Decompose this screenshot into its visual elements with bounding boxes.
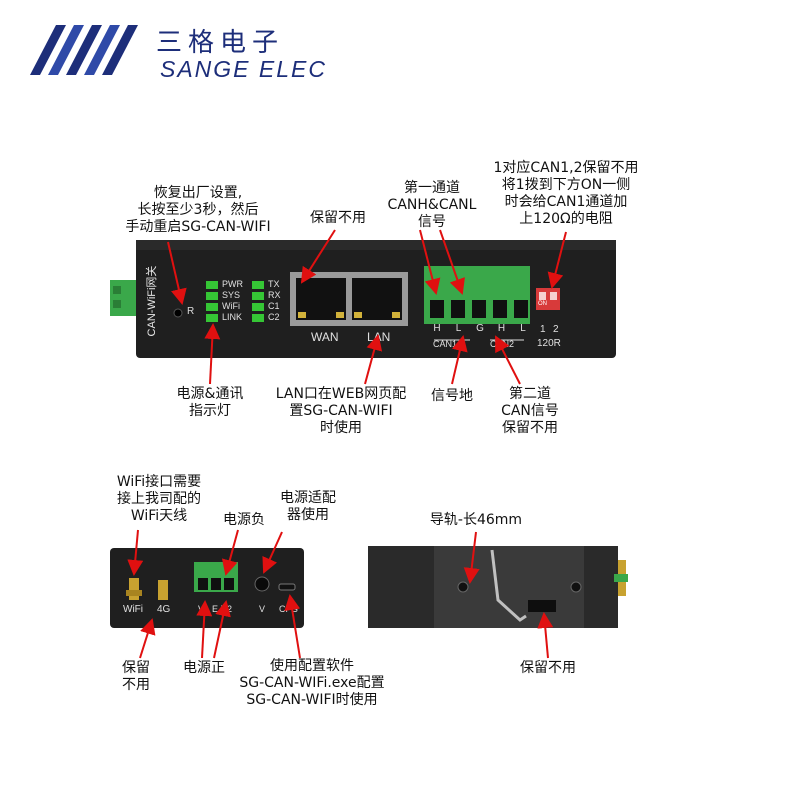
annotation-slot: 保留不用 (520, 660, 576, 676)
reset-hole-icon (173, 308, 183, 318)
led-labels-right: TX RX C1 C2 (268, 279, 281, 323)
annotation-wan: 保留不用 (310, 210, 366, 226)
can1-group-label: CAN1 (433, 339, 458, 349)
rail-spring-icon (490, 549, 527, 622)
led-label-link: LINK (222, 312, 243, 322)
side-slot (528, 600, 556, 612)
terminal-pin-labels: H L G H L (428, 323, 532, 334)
led-label-tx: TX (268, 279, 280, 289)
annotation-power-pos: 电源正 (183, 660, 225, 676)
annotation-dip: 1对应CAN1,2保留不用 将1拨到下方ON一侧 时会给CAN1通道加 上120… (493, 160, 639, 227)
led-label-sys: SYS (222, 290, 241, 300)
port-label-e: E (212, 604, 219, 614)
pin-label: L (455, 323, 462, 334)
annotation-adapter: 电源适配 器使用 (280, 490, 336, 523)
annotation-cfg: 使用配置软件 SG-CAN-WIFi.exe配置 SG-CAN-WIFI时使用 (239, 658, 385, 708)
led-labels-left: PWR SYS WiFi LINK (222, 279, 243, 323)
pin-label: G (476, 323, 484, 334)
brand-logo (22, 20, 142, 80)
brand-name-en: SANGE ELEC (160, 56, 327, 82)
annotation-lan: LAN口在WEB网页配 置SG-CAN-WIFI 时使用 (275, 386, 407, 436)
port-label-v: V (259, 604, 266, 614)
dip-number-1: 1 (540, 324, 546, 335)
pin-label: H (497, 323, 506, 334)
dip-on-label: ON (538, 301, 547, 307)
led-label-wifi: WiFi (222, 301, 240, 311)
annotation-reset: 恢复出厂设置, 长按至少3秒，然后 手动重启SG-CAN-WIFI (125, 185, 271, 235)
annotation-rail: 导轨-长46mm (429, 512, 523, 528)
led-indicators (206, 281, 264, 322)
annotation-ground: 信号地 (431, 388, 473, 404)
annotation-can1: 第一通道 CANH&CANL 信号 (387, 180, 477, 230)
led-label-c1: C1 (268, 301, 280, 311)
led-label-rx: RX (268, 290, 281, 300)
led-label-pwr: PWR (222, 279, 243, 289)
annotation-wifi: WiFi接口需要 接上我司配的 WiFi天线 (116, 474, 202, 524)
reset-label: R (187, 306, 195, 317)
dip-120r-label: 120R (537, 338, 561, 349)
annotation-power-neg: 电源负 (223, 512, 265, 528)
annotation-can2: 第二道 CAN信号 保留不用 (501, 386, 559, 436)
annotation-leds: 电源&通讯 指示灯 (176, 386, 244, 419)
logo-mark-icon (30, 25, 138, 75)
port-label-4g: 4G (157, 604, 171, 615)
pin-label: H (433, 323, 441, 334)
wifi-antenna-connector-icon (129, 578, 139, 600)
4g-antenna-connector-icon (158, 580, 168, 600)
wan-label: WAN (311, 330, 339, 344)
port-label-wifi: WiFi (123, 604, 143, 615)
dip-number-2: 2 (553, 324, 559, 335)
annotation-4g: 保留 不用 (122, 660, 150, 693)
dc-jack-icon (254, 576, 270, 592)
brand-name-cn: 三格电子 (156, 28, 285, 58)
pin-label: L (520, 323, 526, 334)
led-label-c2: C2 (268, 312, 280, 322)
cfg-usb-port-icon (278, 583, 296, 591)
